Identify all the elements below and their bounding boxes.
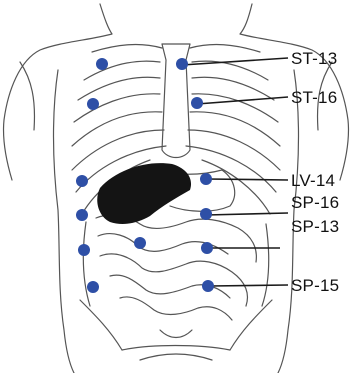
- leader-line-st16: [197, 97, 288, 104]
- point-sp13-left: [87, 281, 99, 293]
- point-sp15-right: [201, 242, 213, 254]
- point-lv14-right: [200, 173, 212, 185]
- point-st13-right: [176, 58, 188, 70]
- point-umbilicus-adjacent: [134, 237, 146, 249]
- point-sp16-right: [200, 208, 212, 220]
- point-st16-right: [191, 97, 203, 109]
- label-sp15: SP-15: [291, 277, 339, 294]
- point-sp16-left: [76, 209, 88, 221]
- leader-line-lv14: [207, 179, 288, 180]
- label-st13: ST-13: [291, 50, 337, 67]
- point-sp15-left: [78, 244, 90, 256]
- label-sp16: SP-16: [291, 194, 339, 211]
- leader-line-sp16: [206, 213, 288, 215]
- label-sp13: SP-13: [291, 218, 339, 235]
- point-st13-left: [96, 58, 108, 70]
- point-lv14-left: [76, 175, 88, 187]
- point-st16-left: [87, 98, 99, 110]
- liver-shape: [97, 163, 191, 224]
- label-lv14: LV-14: [291, 172, 335, 189]
- label-st16: ST-16: [291, 89, 337, 106]
- point-sp13-right: [202, 280, 214, 292]
- leader-line-sp15: [210, 285, 288, 286]
